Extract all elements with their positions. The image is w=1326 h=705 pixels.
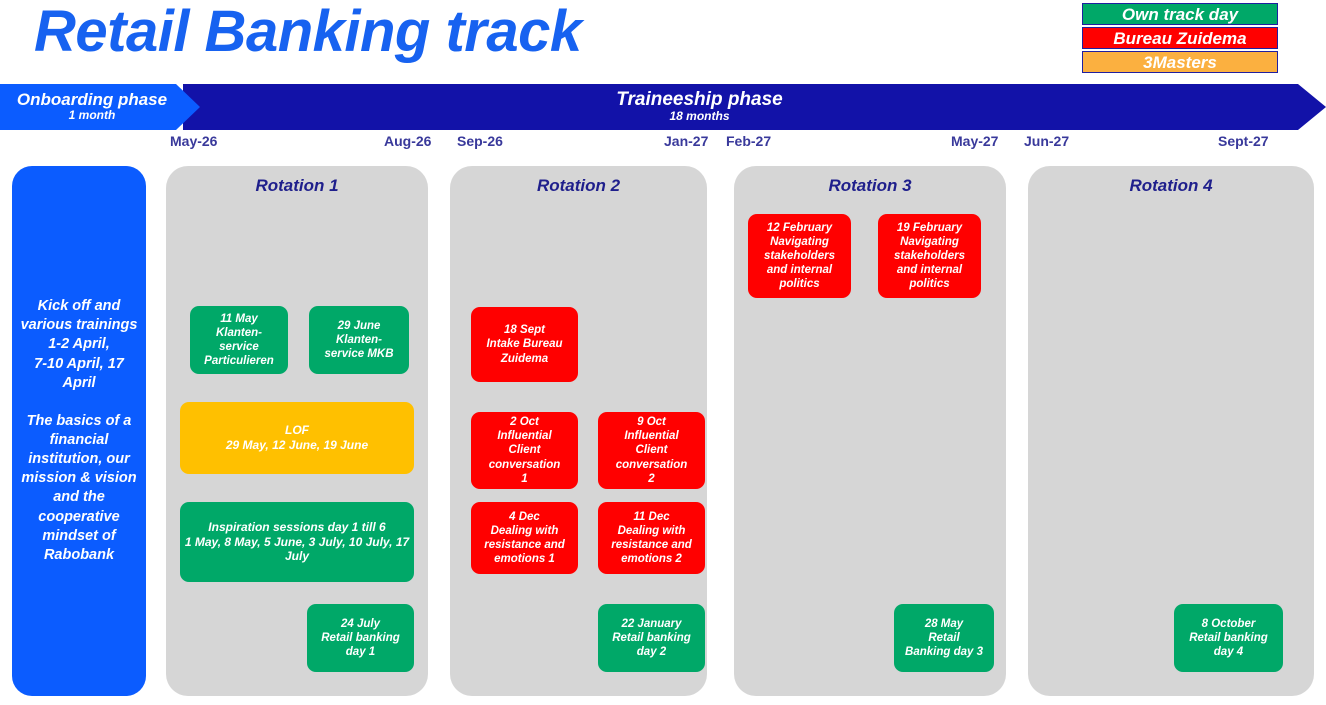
event-card-text: 4 Dec Dealing with resistance and emotio… [484, 510, 565, 566]
event-card[interactable]: 19 February Navigating stakeholders and … [878, 214, 981, 298]
event-card-text: 24 July Retail banking day 1 [321, 617, 400, 658]
event-card-text: 22 January Retail banking day 2 [612, 617, 691, 658]
rotation-title-2: Rotation 2 [536, 176, 621, 195]
event-card[interactable]: 2 Oct Influential Client conversation 1 [471, 412, 578, 489]
date-tick-5: May-27 [951, 133, 999, 149]
event-card[interactable]: Inspiration sessions day 1 till 6 1 May,… [180, 502, 414, 582]
event-card[interactable]: 9 Oct Influential Client conversation 2 [598, 412, 705, 489]
legend-item-label: Bureau Zuidema [1113, 28, 1247, 48]
event-card-text: Inspiration sessions day 1 till 6 1 May,… [184, 520, 410, 564]
date-tick-1: Aug-26 [384, 133, 432, 149]
date-tick-0: May-26 [170, 133, 218, 149]
event-card[interactable]: LOF 29 May, 12 June, 19 June [180, 402, 414, 474]
phase-bar: Onboarding phase 1 month Traineeship pha… [0, 84, 1326, 130]
date-tick-2: Sep-26 [457, 133, 503, 149]
event-card[interactable]: 29 June Klanten- service MKB [309, 306, 409, 374]
event-card[interactable]: 24 July Retail banking day 1 [307, 604, 414, 672]
rotation-panel-1: Rotation 1 11 May Klanten- service Partic… [166, 166, 428, 696]
date-axis: May-26 Aug-26 Sep-26 Jan-27 Feb-27 May-27 Jun-… [0, 133, 1326, 155]
event-card[interactable]: 22 January Retail banking day 2 [598, 604, 705, 672]
phase-traineeship: Traineeship phase 18 months [183, 84, 1326, 130]
event-card-text: 11 Dec Dealing with resistance and emoti… [611, 510, 692, 566]
event-card-text: 2 Oct Influential Client conversation 1 [488, 416, 561, 485]
kickoff-text: Kick off and various trainings 1-2 April… [20, 298, 138, 563]
rotation-title-1: Rotation 1 [255, 176, 339, 195]
legend-item-0: Own track day [1082, 3, 1278, 25]
event-card-text: 18 Sept Intake Bureau Zuidema [486, 324, 563, 365]
event-card[interactable]: 8 October Retail banking day 4 [1174, 604, 1283, 672]
event-card-text: LOF 29 May, 12 June, 19 June [225, 423, 369, 452]
event-card[interactable]: 4 Dec Dealing with resistance and emotio… [471, 502, 578, 574]
kickoff-panel: Kick off and various trainings 1-2 April… [12, 166, 146, 696]
date-tick-3: Jan-27 [664, 133, 709, 149]
event-card[interactable]: 18 Sept Intake Bureau Zuidema [471, 307, 578, 382]
phase-onboarding-duration: 1 month [68, 108, 116, 123]
legend-item-label: 3Masters [1143, 52, 1217, 72]
phase-traineeship-name: Traineeship phase [616, 89, 783, 111]
event-card[interactable]: 12 February Navigating stakeholders and … [748, 214, 851, 298]
event-card-text: 29 June Klanten- service MKB [324, 319, 394, 360]
event-card-text: 19 February Navigating stakeholders and … [894, 221, 965, 291]
rotation-columns: Kick off and various trainings 1-2 April… [0, 166, 1326, 696]
event-card-text: 12 February Navigating stakeholders and … [764, 221, 835, 291]
event-card-text: 9 Oct Influential Client conversation 2 [615, 416, 688, 485]
phase-onboarding: Onboarding phase 1 month [0, 84, 200, 130]
event-card-text: 11 May Klanten- service Particulieren [204, 312, 274, 368]
legend-item-2: 3Masters [1082, 51, 1278, 73]
legend-item-1: Bureau Zuidema [1082, 27, 1278, 49]
rotation-panel-2: Rotation 2 18 Sept Intake Bureau Zuidema 2… [450, 166, 707, 696]
rotation-panel-3: Rotation 3 12 February Navigating stakeho… [734, 166, 1006, 696]
event-card-text: 28 May Retail Banking day 3 [905, 617, 983, 658]
page-title: Retail Banking track [34, 0, 582, 64]
phase-traineeship-duration: 18 months [669, 109, 730, 124]
event-card[interactable]: 28 May Retail Banking day 3 [894, 604, 994, 672]
rotation-title-4: Rotation 4 [1129, 176, 1213, 195]
rotation-panel-4: Rotation 4 8 October Retail banking day 4 [1028, 166, 1314, 696]
legend-item-label: Own track day [1121, 4, 1239, 24]
date-tick-4: Feb-27 [726, 133, 772, 149]
date-tick-7: Sept-27 [1218, 133, 1269, 149]
event-card[interactable]: 11 May Klanten- service Particulieren [190, 306, 288, 374]
event-card-text: 8 October Retail banking day 4 [1189, 617, 1268, 658]
rotation-title-3: Rotation 3 [828, 176, 912, 195]
phase-onboarding-name: Onboarding phase [16, 90, 168, 110]
event-card[interactable]: 11 Dec Dealing with resistance and emoti… [598, 502, 705, 574]
date-tick-6: Jun-27 [1024, 133, 1070, 149]
